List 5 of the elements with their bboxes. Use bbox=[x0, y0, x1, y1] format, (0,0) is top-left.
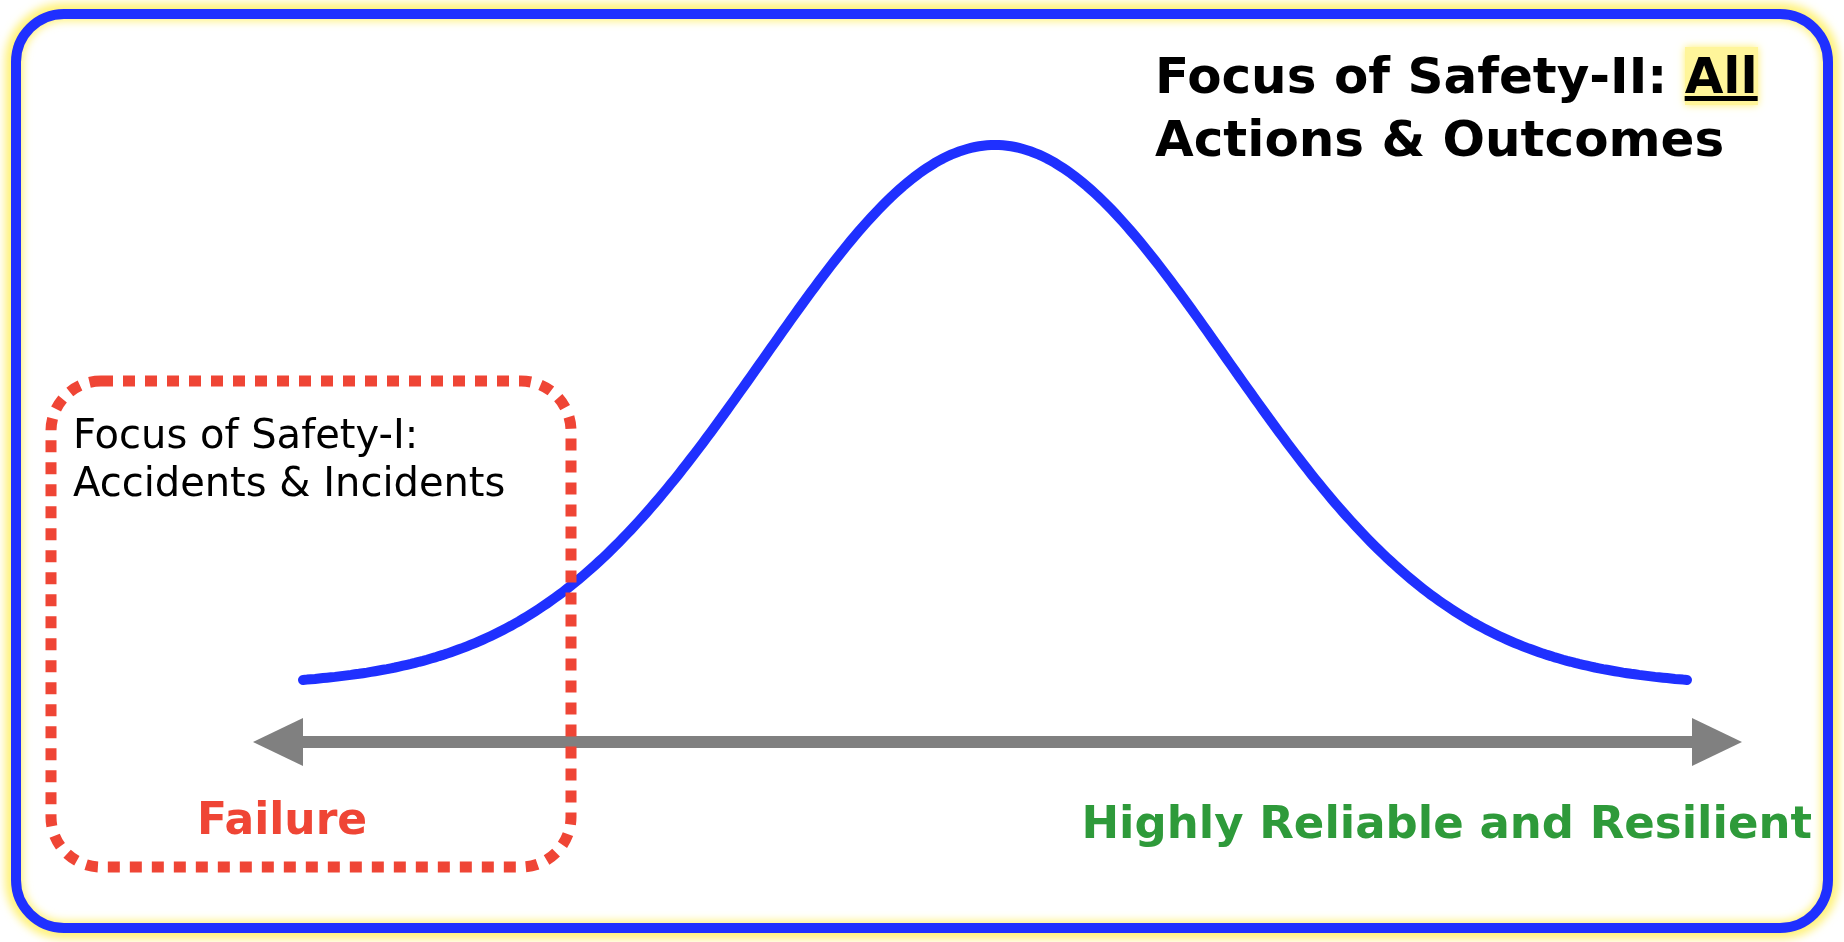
heading-text: Focus of Safety-II: All Actions & Outcomes bbox=[1155, 46, 1759, 170]
dashed-box bbox=[45, 375, 577, 873]
axis-label: Failure bbox=[197, 793, 369, 846]
box-heading: Focus of Safety-I: Accidents & Incidents bbox=[73, 410, 507, 506]
axis-label: Highly Reliable and Resilient bbox=[1080, 795, 1812, 851]
